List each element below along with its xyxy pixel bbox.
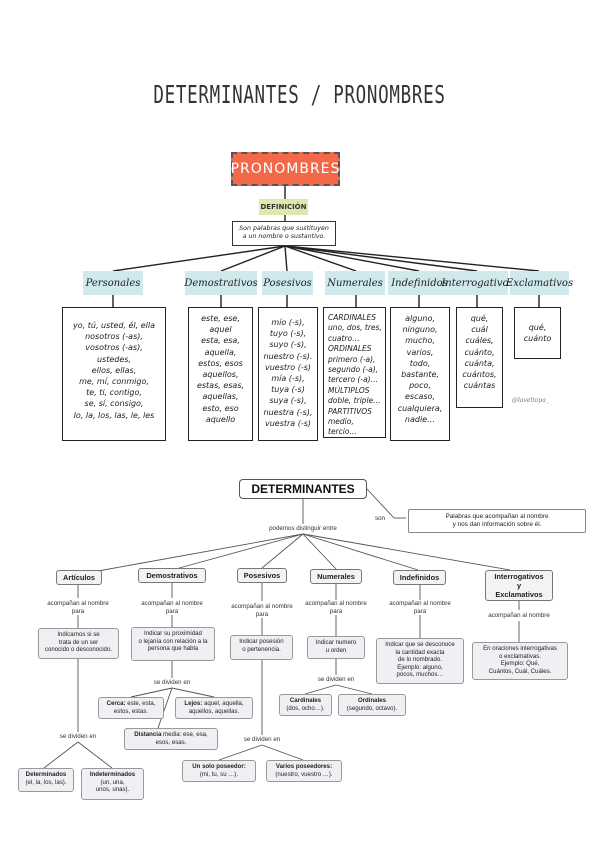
numerales-se-dividen-label: se dividen en	[306, 676, 366, 684]
det-articulos: Artículos	[56, 570, 102, 585]
demostrativos-se-dividen-label: se dividen en	[142, 679, 202, 687]
posesivos-se-dividen-label: se dividen en	[232, 736, 292, 744]
definicion-box: Son palabras que sustituyen a un nombre …	[232, 221, 336, 246]
articulos-indeterminados: Indeterminados(un, una, unos, unas).	[81, 768, 144, 800]
category-heading-interrogativos: Interrogativos	[441, 271, 514, 295]
category-heading-numerales: Numerales	[325, 271, 385, 295]
articulos-determinados: Determinados(el, la, los, las).	[18, 768, 74, 792]
demostrativos-lejos: Lejos: aquel, aquella, aquellos, aquella…	[175, 697, 253, 719]
category-heading-personales: Personales	[83, 271, 143, 295]
articulos-description: Indicarnos si se trata de un ser conocid…	[38, 628, 119, 659]
category-list-personales: yo, tú, usted, él, ella nosotros (-as), …	[62, 307, 166, 441]
posesivos-description: Indicar posesión o pertenencia.	[230, 635, 293, 660]
indefinidos-description: Indicar que se desconoce la cantidad exa…	[376, 638, 464, 684]
articulos-acompanan-label: acompañan al nombre para	[38, 600, 118, 615]
category-list-interrogativos: qué, cuál cuáles, cuánto, cuánta, cuánto…	[456, 307, 503, 408]
category-list-numerales: CARDINALES uno, dos, tres, cuatro… ORDIN…	[323, 307, 386, 438]
demostrativos-description: Indicar su proximidad o lejanía con rela…	[131, 627, 215, 661]
numerales-description: Indicar numero u orden	[307, 636, 365, 659]
interrogativos-acompanan-label: acompañan al nombre	[479, 612, 559, 620]
numerales-ordinales: Ordinales (segundo, octavo).	[338, 694, 406, 716]
det-indefinidos: Indefinidos	[393, 570, 446, 585]
category-list-indefinidos: alguno, ninguno, mucho, varios, todo, ba…	[390, 307, 450, 441]
det-demostrativos: Demostrativos	[138, 568, 206, 583]
son-label: son	[370, 515, 390, 523]
pronombres-heading: PRONOMBRES	[231, 152, 340, 186]
determinantes-heading: DETERMINANTES	[239, 479, 367, 499]
author-signature: @laveltopa_	[512, 397, 549, 404]
category-heading-demostrativos: Demostrativos	[184, 271, 258, 295]
demostrativos-acompanan-label: acompañan al nombre para	[132, 600, 212, 615]
posesivos-varios-poseedores: Varios poseedores: (nuestro, vuestro …).	[266, 760, 342, 782]
posesivos-un-solo-poseedor: Un solo poseedor: (mi, tu, su …).	[182, 760, 256, 782]
numerales-acompanan-label: acompañan al nombre para	[296, 600, 376, 615]
articulos-se-dividen-label: se dividen en	[48, 733, 108, 741]
distinguir-label: podemos distinguir entre	[258, 525, 348, 533]
category-list-demostrativos: este, ese, aquel esta, esa, aquella, est…	[188, 307, 253, 441]
det-posesivos: Posesivos	[237, 568, 287, 583]
category-heading-indefinidos: Indefinidos	[388, 271, 451, 295]
posesivos-acompanan-label: acompañan al nombre para	[222, 603, 302, 618]
category-list-exclamativos: qué, cuánto	[514, 307, 561, 359]
demostrativos-cerca: Cerca: este, esta, estos, estas.	[98, 697, 164, 719]
category-heading-exclamativos: Exclamativos	[506, 271, 573, 295]
interrogativos-description: En oraciones interrogativas o exclamativ…	[472, 642, 568, 680]
category-heading-posesivos: Posesivos	[262, 271, 313, 295]
det-numerales: Numerales	[310, 569, 362, 584]
indefinidos-acompanan-label: acompañan al nombre para	[380, 600, 460, 615]
det-interrogativos-exclamativos: Interrogativos y Exclamativos	[485, 570, 553, 601]
numerales-cardinales: Cardinales (dos, ocho…).	[279, 694, 332, 716]
definicion-label: DEFINICIÓN	[259, 199, 308, 215]
demostrativos-distancia-media: Distancia media: ese, esa, esos, esas.	[124, 728, 218, 750]
son-definition-box: Palabras que acompañan al nombre y nos d…	[408, 509, 586, 533]
category-list-posesivos: mío (-s), tuyo (-s), suyo (-s), nuestro …	[258, 307, 318, 441]
page-title: DETERMINANTES / PRONOMBRES	[153, 80, 446, 109]
